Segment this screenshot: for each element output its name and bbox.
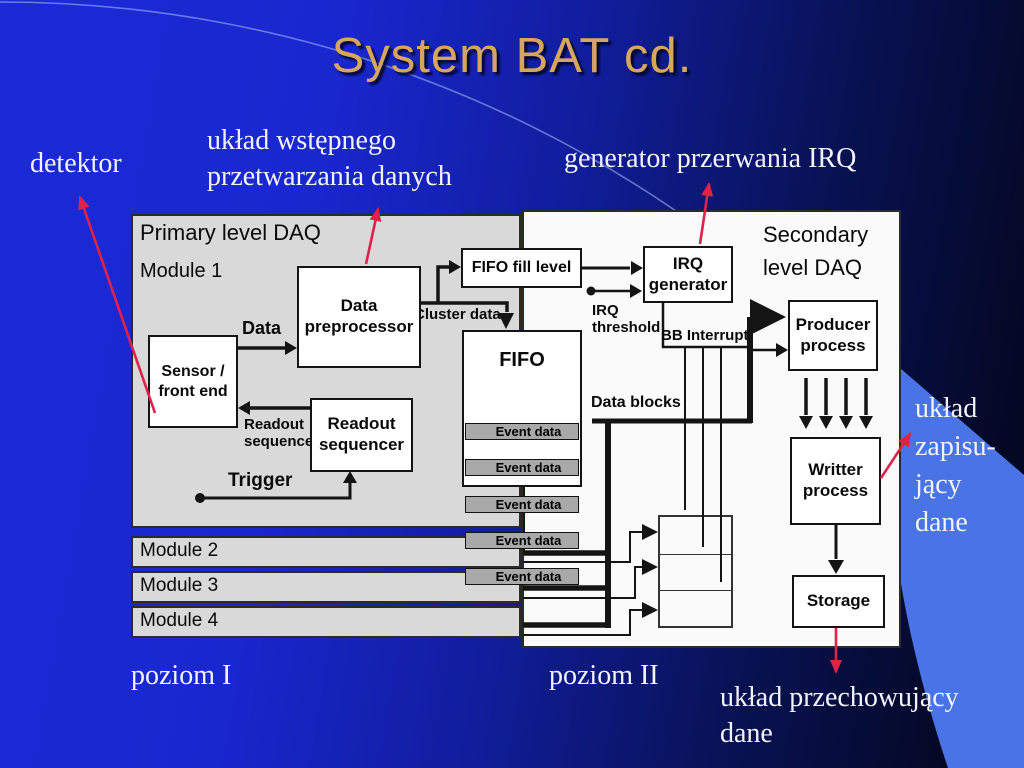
label-level-1: poziom I bbox=[131, 660, 232, 691]
secondary-panel-title: Secondary level DAQ bbox=[763, 222, 869, 280]
callout-storing: układ przechowujący dane bbox=[720, 682, 959, 749]
event-data-row: Event data bbox=[465, 459, 579, 477]
event-data-row: Event data bbox=[465, 495, 579, 513]
callout-preprocessing: układ wstępnego przetwarzania danych bbox=[207, 125, 452, 192]
label-level-2: poziom II bbox=[549, 660, 659, 691]
producer-process-box: Producer process bbox=[788, 300, 878, 371]
fifo-title: FIFO bbox=[499, 349, 545, 371]
event-data-row: Event data bbox=[465, 531, 579, 549]
module3-label: Module 3 bbox=[140, 575, 219, 596]
module4-label: Module 4 bbox=[140, 610, 219, 631]
callout-writer: układ zapisu- jący dane bbox=[915, 393, 996, 538]
bb-interrupt-label: BB Interrupt bbox=[661, 327, 749, 344]
daq-diagram: Primary level DAQ Module 1 Data Cluster … bbox=[130, 210, 902, 650]
event-data-row: Event data bbox=[465, 423, 579, 441]
callout-irq-generator: generator przerwania IRQ bbox=[564, 143, 857, 174]
readout-sequencer-box: Readout sequencer bbox=[310, 398, 413, 472]
irq-generator-box: IRQ generator bbox=[643, 246, 733, 303]
module1-label: Module 1 bbox=[140, 260, 223, 282]
fifo-fill-level-box: FIFO fill level bbox=[461, 248, 582, 288]
sensor-box: Sensor / front end bbox=[148, 335, 238, 428]
readout-sequence-label: Readout sequence bbox=[244, 416, 314, 450]
data-blocks-label: Data blocks bbox=[591, 394, 681, 411]
callout-detektor: detektor bbox=[30, 148, 122, 179]
module2-label: Module 2 bbox=[140, 540, 219, 561]
fifo-box: FIFO Event data Event data Event data Ev… bbox=[462, 330, 582, 586]
slide-title: System BAT cd. bbox=[331, 29, 693, 83]
trigger-label: Trigger bbox=[228, 470, 293, 491]
cluster-data-label: Cluster data bbox=[414, 306, 501, 323]
data-label: Data bbox=[242, 318, 282, 338]
fifo-event-rows: Event data Event data Event data Event d… bbox=[465, 404, 579, 606]
storage-box: Storage bbox=[792, 575, 885, 628]
irq-threshold-label: IRQ threshold bbox=[592, 302, 661, 336]
writter-process-box: Writter process bbox=[790, 437, 881, 525]
module4-row bbox=[131, 606, 521, 638]
buffer-divider bbox=[660, 590, 731, 591]
event-data-row: Event data bbox=[465, 568, 579, 586]
preprocessor-box: Data preprocessor bbox=[297, 266, 421, 368]
primary-panel-title: Primary level DAQ bbox=[140, 220, 321, 245]
